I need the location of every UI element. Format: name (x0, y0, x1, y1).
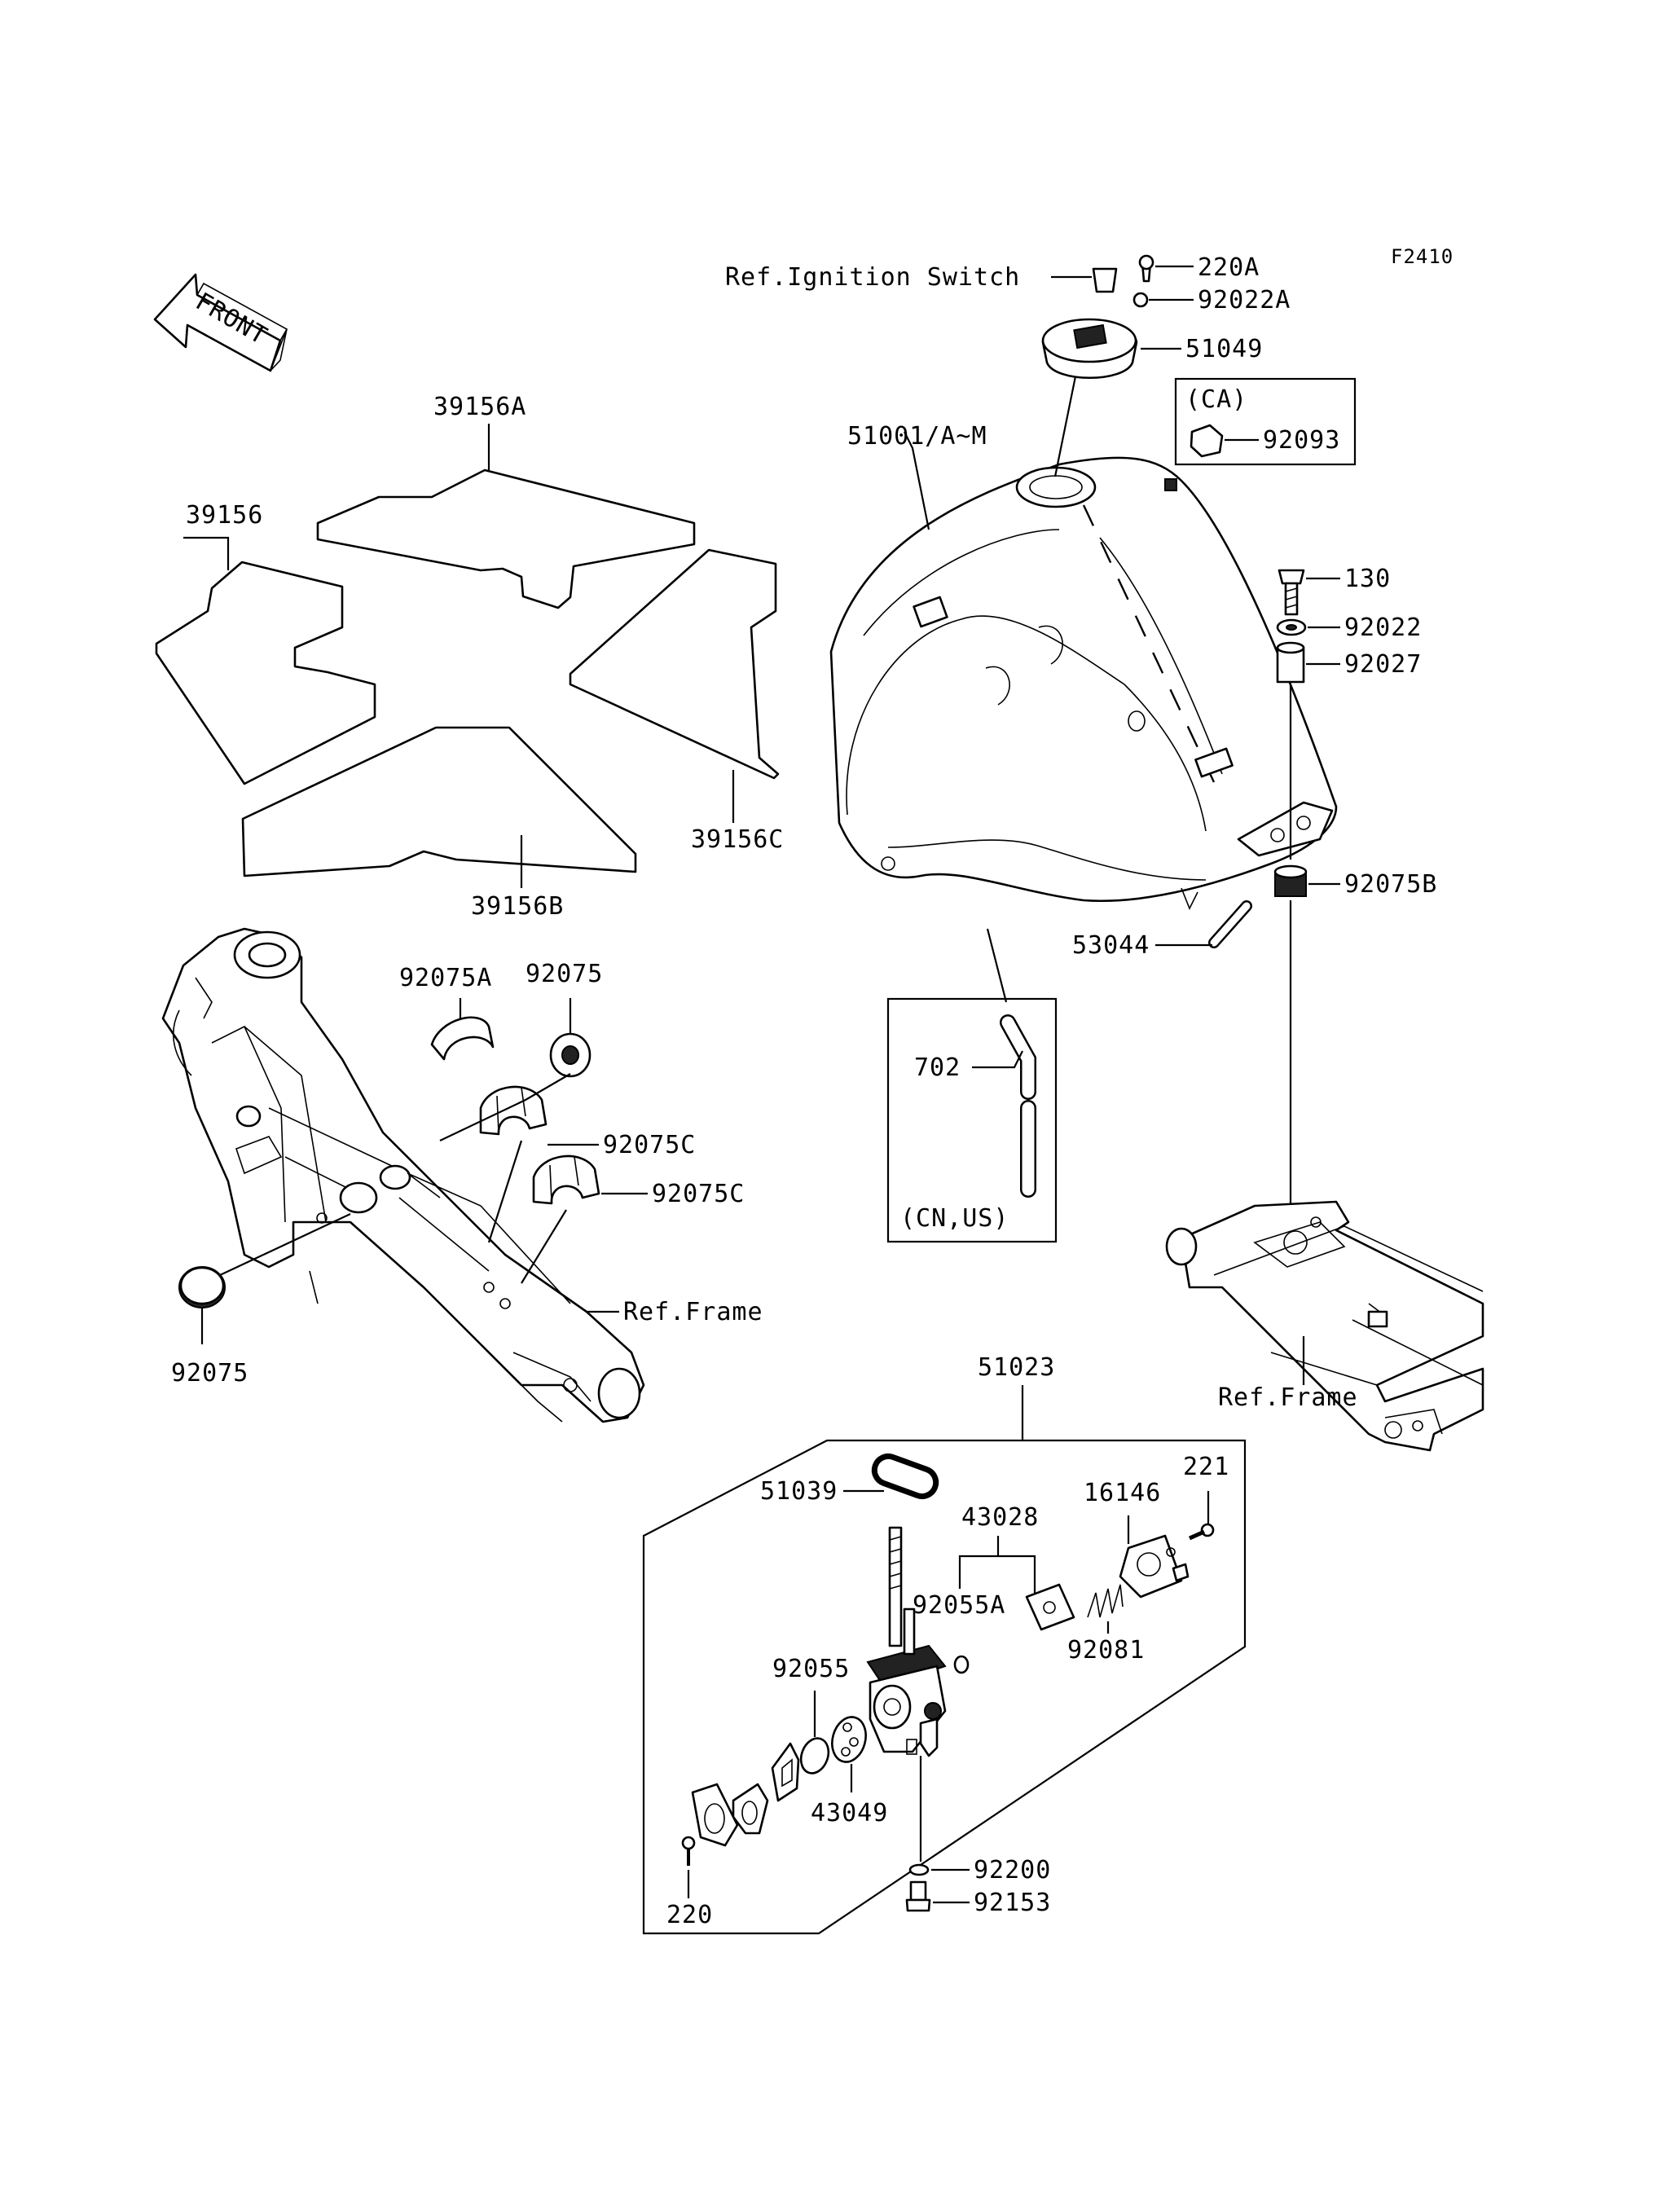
label-16146: 16146 (1084, 1479, 1161, 1507)
label-92081: 92081 (1067, 1636, 1145, 1665)
label-92075C-1: 92075C (603, 1131, 696, 1159)
front-arrow-icon: FRONT (153, 273, 288, 372)
ring-51039-icon (871, 1453, 939, 1500)
spring-92081-icon (1087, 1584, 1124, 1618)
label-51039: 51039 (760, 1477, 838, 1506)
label-220: 220 (666, 1901, 713, 1929)
oring-92055A-icon (953, 1655, 970, 1674)
nut-92093-icon (1190, 424, 1224, 458)
screw-221-icon (1188, 1523, 1215, 1541)
rotor-43049-icon (831, 1716, 867, 1763)
washer-92200-icon (908, 1863, 930, 1876)
pad-39156 (155, 561, 376, 785)
label-130: 130 (1344, 565, 1391, 593)
cover-16146-icon (1119, 1534, 1190, 1599)
label-702: 702 (914, 1053, 961, 1082)
screw-220-icon (681, 1836, 696, 1866)
label-92200: 92200 (974, 1856, 1051, 1885)
bolt-130-icon (1278, 569, 1305, 616)
label-92055: 92055 (772, 1655, 850, 1683)
ca-box (1174, 377, 1357, 466)
fuel-tap-assembly-box (642, 1439, 1247, 1935)
label-92075B: 92075B (1344, 870, 1437, 899)
label-92075C-2: 92075C (652, 1180, 745, 1208)
lever-gasket-icon (732, 1742, 800, 1835)
fuel-cap-51049 (1041, 318, 1138, 380)
left-frame (161, 927, 645, 1423)
label-ref-ignition-switch: Ref.Ignition Switch (725, 263, 1020, 292)
label-92093: 92093 (1263, 426, 1340, 455)
label-51049: 51049 (1185, 335, 1263, 363)
fuel-tank-51001 (829, 456, 1338, 910)
label-92075A: 92075A (399, 964, 492, 992)
label-ref-frame-left: Ref.Frame (623, 1298, 763, 1326)
damper-92075C-1-icon (479, 1085, 548, 1136)
ignition-switch-part-icon (1092, 267, 1118, 293)
pad-39156B (241, 726, 637, 877)
label-ca: (CA) (1185, 385, 1247, 414)
bolt-92153-icon (905, 1880, 931, 1912)
washer-92022A-icon (1132, 292, 1149, 308)
figure-code: F2410 (1391, 245, 1454, 268)
mounting-plate-icon (691, 1783, 739, 1847)
damper-92075A-icon (430, 1016, 495, 1061)
label-51023: 51023 (978, 1353, 1055, 1382)
pad-39156C (569, 548, 780, 780)
damper-92075-top-icon (549, 1032, 592, 1078)
damper-92075C-2-icon (532, 1154, 600, 1205)
label-43049: 43049 (811, 1799, 888, 1827)
label-92075-bottom: 92075 (171, 1359, 248, 1388)
hose-702-icon (1000, 1014, 1036, 1198)
pad-39156A (316, 468, 696, 609)
cn-us-box (886, 997, 1058, 1243)
label-220A: 220A (1198, 253, 1260, 282)
label-39156B: 39156B (471, 892, 564, 921)
label-43028: 43028 (961, 1503, 1039, 1532)
label-92153: 92153 (974, 1889, 1051, 1917)
label-51001: 51001/A~M (847, 422, 987, 451)
label-39156C: 39156C (691, 825, 784, 854)
label-39156: 39156 (186, 501, 263, 530)
label-92075-top: 92075 (526, 960, 603, 988)
gasket-43028-icon (1025, 1583, 1075, 1631)
label-92022A: 92022A (1198, 286, 1291, 314)
label-221: 221 (1183, 1453, 1229, 1481)
damper-92075B-icon (1273, 864, 1308, 897)
label-92027: 92027 (1344, 650, 1422, 679)
label-cn-us: (CN,US) (900, 1204, 1009, 1233)
fuel-tap-body-icon (866, 1607, 947, 1757)
filter-stem-icon (888, 1526, 903, 1647)
damper-92075-bottom-icon (178, 1266, 226, 1308)
collar-92027-icon (1276, 641, 1305, 684)
label-92022: 92022 (1344, 614, 1422, 642)
label-ref-frame-right: Ref.Frame (1218, 1383, 1358, 1412)
label-39156A: 39156A (433, 393, 526, 421)
right-frame (1165, 1200, 1484, 1452)
label-92055A: 92055A (913, 1591, 1005, 1620)
hose-53044-icon (1208, 900, 1252, 948)
oring-92055-icon (799, 1737, 830, 1775)
label-53044: 53044 (1072, 931, 1150, 960)
